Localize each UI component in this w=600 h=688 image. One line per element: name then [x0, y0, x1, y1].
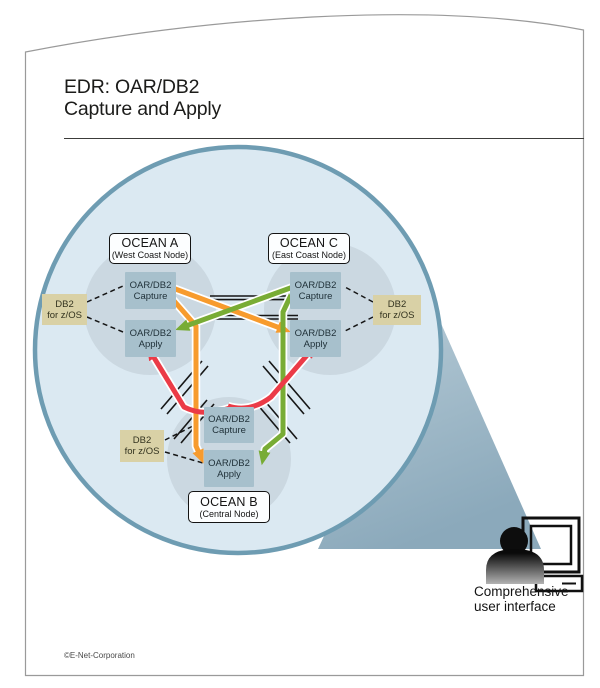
person-head-icon: [500, 527, 528, 555]
db2-a-apply-dash: [86, 316, 124, 333]
box-label: Apply: [217, 468, 241, 480]
box-label: DB2: [55, 298, 74, 310]
ocean-a-db2-box: DB2 for z/OS: [42, 294, 87, 325]
box-label: OAR/DB2: [129, 327, 172, 339]
arrow-a-capture-to-b-apply: [166, 292, 204, 464]
ocean-a-apply-box: OAR/DB2 Apply: [125, 320, 176, 357]
box-label: OAR/DB2: [294, 327, 337, 339]
db2-c-capture-dash: [342, 285, 374, 303]
arrow-a-capture-to-c-apply: [169, 284, 291, 333]
ocean-c-db2-box: DB2 for z/OS: [373, 295, 421, 325]
ocean-c-capture-box: OAR/DB2 Capture: [290, 272, 341, 309]
ui-caption-line-2: user interface: [474, 598, 556, 614]
db2-a-capture-dash: [86, 285, 124, 303]
ui-caption: Comprehensive user interface: [474, 584, 569, 614]
box-label: OAR/DB2: [208, 457, 250, 469]
ocean-a-subtitle: (West Coast Node): [111, 250, 189, 260]
link-b-c-line: [268, 360, 311, 410]
person-torso-icon: [486, 549, 544, 584]
box-label: OAR/DB2: [129, 279, 172, 291]
box-label: Capture: [298, 290, 333, 302]
ui-caption-line-1: Comprehensive: [474, 584, 569, 599]
ocean-a-capture-box: OAR/DB2 Capture: [125, 272, 176, 309]
box-label: OAR/DB2: [208, 414, 250, 425]
box-label: DB2: [387, 299, 407, 310]
monitor-screen-icon: [529, 524, 573, 566]
ocean-b-title: OCEAN B: [200, 494, 258, 509]
ocean-b-subtitle: (Central Node): [199, 508, 259, 519]
node-circle-ocean-a: [84, 243, 216, 375]
box-label: Apply: [303, 338, 328, 350]
ocean-b-label: OCEAN B (Central Node): [188, 491, 270, 523]
copyright-text: ©E-Net-Corporation: [64, 651, 135, 660]
db2-c-apply-dash: [342, 316, 374, 333]
link-a-b-line: [166, 365, 209, 415]
box-label: Apply: [138, 338, 163, 350]
ocean-a-label: OCEAN A (West Coast Node): [109, 233, 191, 264]
ocean-a-title: OCEAN A: [121, 236, 179, 250]
title-line-1: EDR: OAR/DB2: [64, 76, 200, 98]
ocean-c-label: OCEAN C (East Coast Node): [268, 233, 350, 264]
ocean-b-db2-box: DB2 for z/OS: [120, 430, 164, 462]
box-label: DB2: [132, 435, 152, 446]
box-label: for z/OS: [379, 310, 415, 321]
user-interface-icon: [486, 516, 584, 593]
box-label: Capture: [212, 425, 246, 436]
ocean-b-capture-box: OAR/DB2 Capture: [204, 407, 254, 443]
link-a-b-line: [173, 399, 208, 440]
box-label: OAR/DB2: [294, 279, 337, 291]
box-label: Capture: [133, 290, 168, 302]
slide-title: EDR: OAR/DB2 Capture and Apply: [64, 76, 221, 120]
ocean-c-title: OCEAN C: [279, 236, 339, 250]
box-label: for z/OS: [124, 446, 160, 457]
ocean-c-subtitle: (East Coast Node): [271, 250, 347, 260]
arrow-c-capture-to-b-apply: [258, 293, 294, 466]
ocean-c-apply-box: OAR/DB2 Apply: [290, 320, 341, 357]
db2-b-apply-dash: [164, 451, 204, 464]
arrow-c-capture-to-a-apply: [175, 284, 294, 331]
box-label: for z/OS: [47, 309, 82, 321]
title-divider: [64, 138, 584, 139]
title-line-2: Capture and Apply: [64, 98, 222, 120]
ocean-b-apply-box: OAR/DB2 Apply: [204, 450, 254, 487]
